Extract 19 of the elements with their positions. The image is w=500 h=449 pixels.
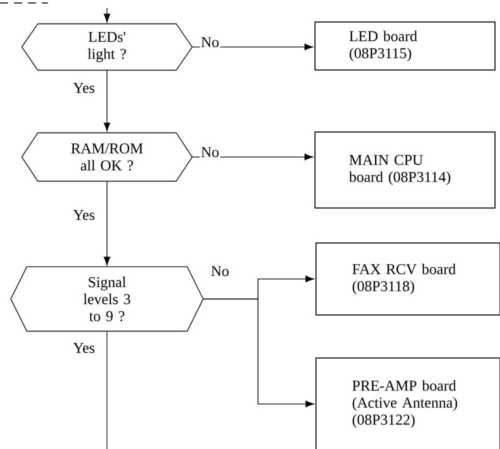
- arrow: [192, 154, 314, 160]
- edge-label: No: [200, 36, 220, 48]
- decision-hexagon: RAM/ROM all OK ?: [21, 132, 193, 182]
- edge-label: Yes: [72, 82, 96, 94]
- arrow: [202, 298, 314, 408]
- edge-label: Yes: [72, 342, 96, 354]
- decision-hexagon: Signal levels 3 to 9 ?: [10, 266, 204, 332]
- board-box: LED board (08P3115): [314, 22, 496, 70]
- board-box: PRE-AMP board (Active Antenna) (08P3122): [316, 357, 500, 449]
- edge-label: No: [210, 265, 230, 278]
- arrow: [104, 8, 110, 22]
- arrow: [192, 44, 314, 50]
- edge-label: No: [200, 146, 220, 158]
- edge-label: Yes: [72, 209, 96, 221]
- board-box: MAIN CPU board (08P3114): [314, 132, 496, 208]
- arrow: [104, 70, 110, 132]
- board-box: FAX RCV board (08P3118): [316, 242, 500, 316]
- decision-hexagon: LEDs' light ?: [21, 23, 193, 71]
- arrow: [104, 180, 110, 266]
